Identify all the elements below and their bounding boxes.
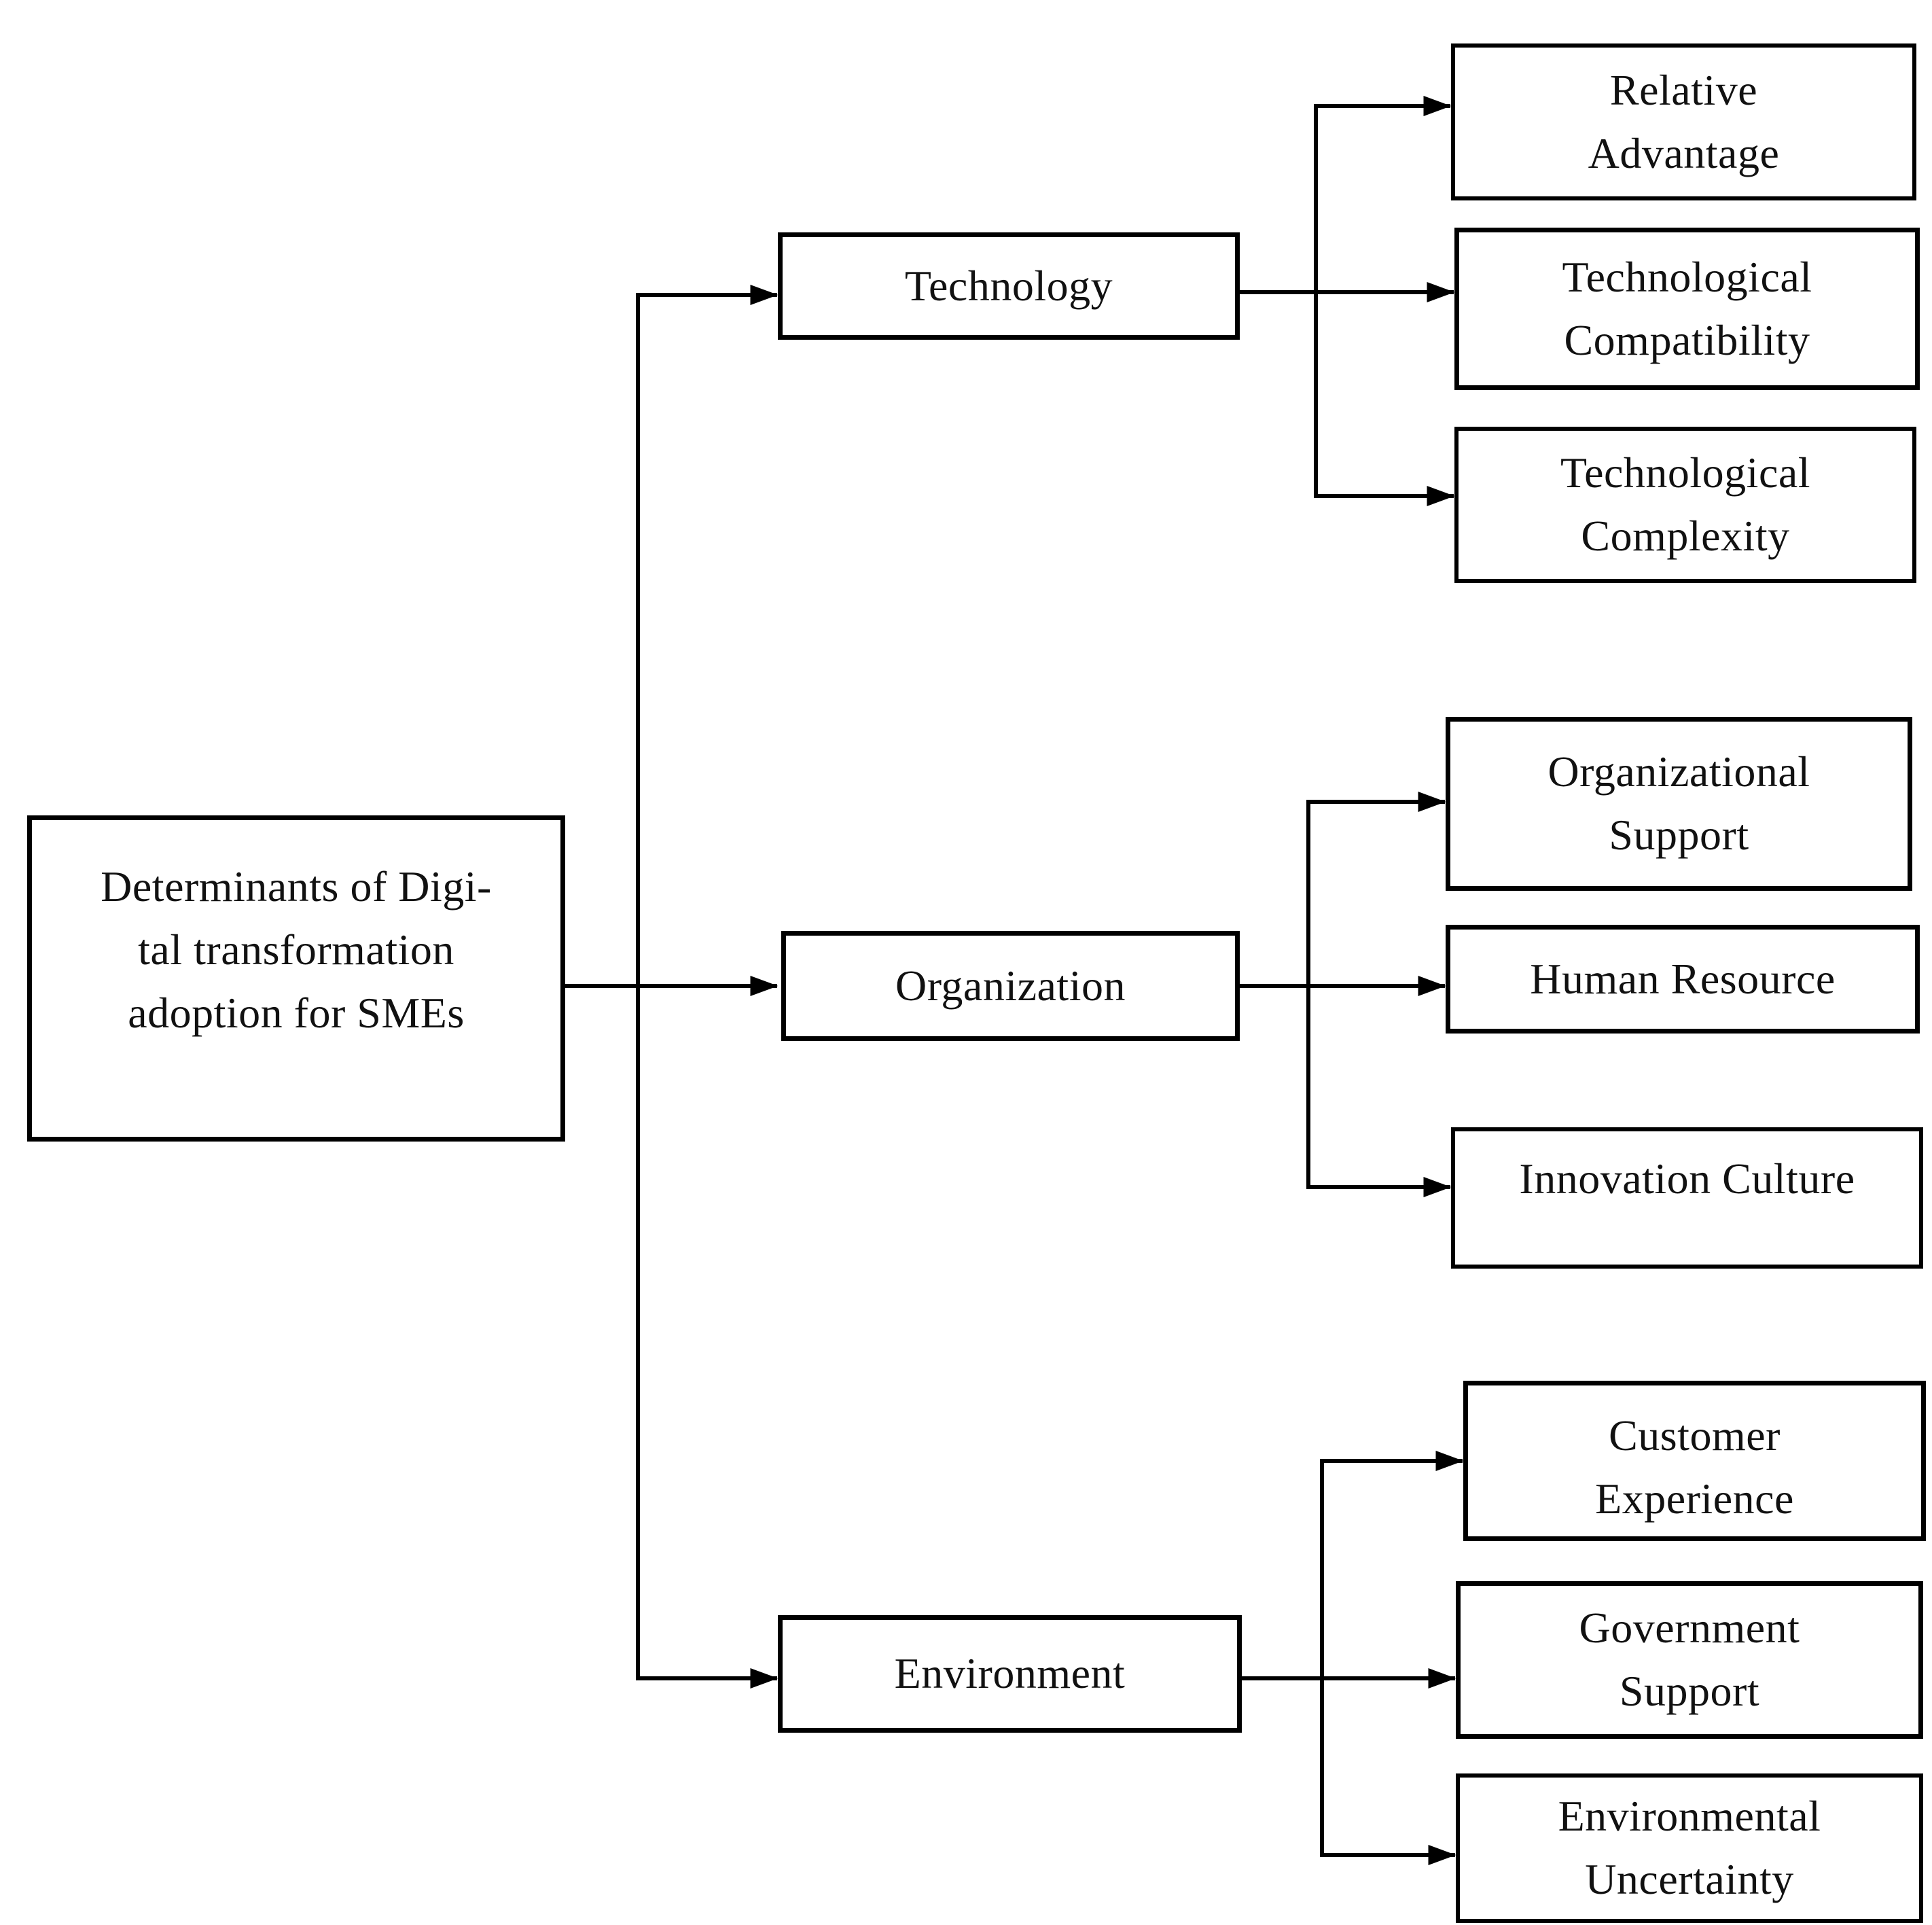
node-root-label: Determinants of Digi- tal transformation… [101, 862, 492, 1037]
node-human-resource-label: Human Resource [1530, 954, 1836, 1003]
node-organization-label: Organization [895, 961, 1126, 1010]
node-technological-compatibility-label: Technological Compatibility [1562, 252, 1812, 364]
node-relative-advantage: Relative Advantage [1451, 43, 1916, 200]
node-government-support: Government Support [1456, 1581, 1923, 1739]
node-environment: Environment [778, 1615, 1242, 1733]
node-human-resource: Human Resource [1446, 925, 1920, 1034]
node-innovation-culture-label: Innovation Culture [1519, 1154, 1855, 1203]
node-technology-label: Technology [904, 261, 1113, 310]
node-customer-experience-label: Customer Experience [1595, 1411, 1794, 1523]
node-customer-experience: Customer Experience [1463, 1381, 1926, 1541]
node-technology: Technology [778, 232, 1240, 340]
node-environmental-uncertainty: Environmental Uncertainty [1456, 1773, 1923, 1923]
node-relative-advantage-label: Relative Advantage [1588, 65, 1780, 177]
node-government-support-label: Government Support [1579, 1604, 1800, 1715]
node-organizational-support-label: Organizational Support [1548, 747, 1810, 859]
node-root-determinants: Determinants of Digi- tal transformation… [27, 815, 565, 1142]
node-technological-complexity-label: Technological Complexity [1560, 448, 1811, 560]
node-environment-label: Environment [894, 1649, 1126, 1698]
node-organizational-support: Organizational Support [1446, 717, 1912, 891]
node-innovation-culture: Innovation Culture [1451, 1127, 1923, 1269]
node-environmental-uncertainty-label: Environmental Uncertainty [1558, 1792, 1821, 1903]
node-organization: Organization [781, 931, 1240, 1041]
node-technological-complexity: Technological Complexity [1454, 427, 1916, 583]
node-technological-compatibility: Technological Compatibility [1454, 228, 1920, 390]
